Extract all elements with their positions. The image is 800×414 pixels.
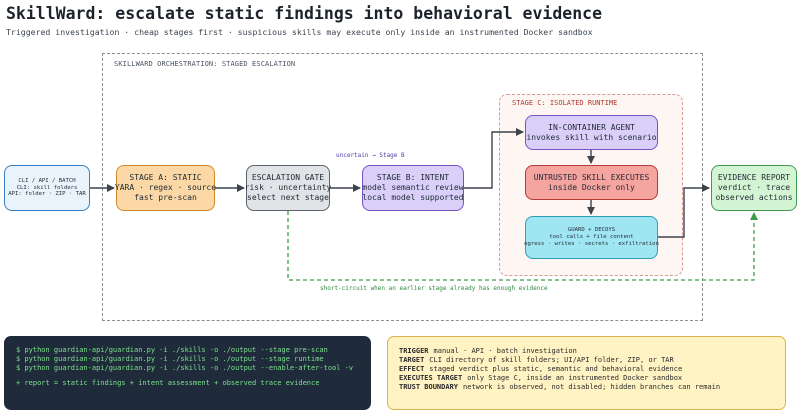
node-guard-line: egress · writes · secrets · exfiltration [524, 240, 659, 247]
node-cli-input: CLI / API / BATCH CLI: skill folders API… [4, 165, 90, 211]
property-value: manual · API · batch investigation [433, 347, 577, 355]
property-key: TARGET [399, 356, 425, 365]
node-gate-line: risk · uncertainty [244, 183, 332, 192]
node-guard-decoys: GUARD + DECOYS tool calls + file content… [524, 216, 659, 259]
node-agent-line: invokes skill with scenario [526, 132, 657, 142]
node-guard-line: tool calls + file content [549, 234, 634, 240]
node-untrusted-skill: UNTRUSTED SKILL EXECUTES inside Docker o… [525, 165, 658, 200]
node-stage-b-line: model semantic review [362, 183, 464, 192]
edge-guard-to-report [658, 184, 710, 238]
property-row: EFFECT staged verdict plus static, semant… [399, 365, 774, 374]
edge-label-uncertain: uncertain → Stage B [336, 152, 405, 159]
node-gate-line: ESCALATION GATE [251, 173, 325, 182]
node-stage-a-static: STAGE A: STATIC YARA · regex · source fa… [114, 165, 217, 211]
edge-short-circuit [287, 211, 758, 281]
property-value: only Stage C, inside an instrumented Doc… [467, 374, 683, 383]
node-agent-line: IN-CONTAINER AGENT [548, 122, 635, 132]
node-report-line: observed actions [715, 193, 793, 202]
code-line: $ python guardian-api/guardian.py -i ./s… [16, 355, 324, 364]
edge-label-short-circuit: short-circuit when an earlier stage alre… [320, 285, 548, 292]
node-evidence-report: EVIDENCE REPORT verdict · trace observed… [711, 165, 797, 211]
node-cli-line: CLI / API / BATCH [18, 177, 76, 184]
node-stage-a-line: fast pre-scan [134, 193, 197, 202]
node-cli-line: CLI: skill folders [16, 184, 78, 191]
node-report-line: verdict · trace [717, 183, 791, 192]
node-stage-b-intent: STAGE B: INTENT model semantic review lo… [362, 165, 464, 211]
node-stage-a-line: YARA · regex · source [114, 183, 217, 192]
properties-panel: TRIGGER manual · API · batch investigatio… [387, 336, 786, 410]
node-escalation-gate: ESCALATION GATE risk · uncertainty selec… [244, 165, 332, 211]
property-value: staged verdict plus static, semantic and… [429, 365, 683, 374]
property-value: CLI directory of skill folders; UI/API f… [429, 356, 674, 365]
property-row: TARGET CLI directory of skill folders; UI… [399, 356, 774, 365]
node-in-container-agent: IN-CONTAINER AGENT invokes skill with sc… [525, 115, 658, 150]
node-cli-line: API: folder · ZIP · TAR [8, 191, 86, 198]
node-stage-b-line: STAGE B: INTENT [376, 173, 450, 182]
node-report-line: EVIDENCE REPORT [717, 173, 791, 182]
property-key: EFFECT [399, 365, 425, 374]
node-stage-b-line: local model supported [362, 193, 464, 202]
orchestration-label: SKILLWARD ORCHESTRATION: STAGED ESCALATI… [114, 60, 296, 68]
stage-c-label: STAGE C: ISOLATED RUNTIME [512, 99, 618, 107]
property-row: TRUST BOUNDARY network is observed, not d… [399, 383, 774, 392]
node-stage-a-line: STAGE A: STATIC [129, 173, 202, 182]
node-guard-line: GUARD + DECOYS [567, 227, 616, 234]
page-title: SkillWard: escalate static findings into… [6, 4, 603, 23]
page-subtitle: Triggered investigation · cheap stages f… [6, 27, 593, 37]
property-row: EXECUTES TARGET only Stage C, inside an i… [399, 374, 774, 383]
command-examples-panel: $ python guardian-api/guardian.py -i ./s… [4, 336, 371, 410]
edge-stage-b-to-agent [464, 128, 524, 189]
property-key: TRUST BOUNDARY [399, 383, 459, 392]
node-untrusted-line: inside Docker only [548, 182, 635, 192]
property-value: network is observed, not disabled; hidde… [463, 383, 721, 392]
code-line: $ python guardian-api/guardian.py -i ./s… [16, 364, 354, 373]
property-key: TRIGGER [399, 347, 429, 355]
code-line: + report = static findings + intent asse… [16, 379, 320, 388]
property-key: EXECUTES TARGET [399, 374, 463, 383]
property-row: TRIGGER manual · API · batch investigatio… [399, 347, 774, 356]
code-line: $ python guardian-api/guardian.py -i ./s… [16, 346, 328, 354]
node-untrusted-line: UNTRUSTED SKILL EXECUTES [533, 172, 650, 182]
node-gate-line: select next stage [247, 193, 329, 202]
